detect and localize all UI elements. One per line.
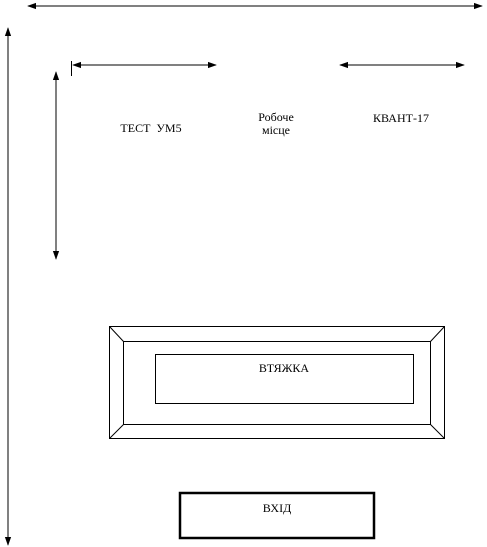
fume-hood-inner-frame: [123, 341, 431, 425]
fume-hood-bevel: [109, 326, 124, 342]
workplace-label: Робоче місце: [246, 111, 306, 137]
entrance-box: [178, 491, 376, 540]
workplace-label-line2: місце: [261, 123, 290, 137]
workplace-label-line1: Робоче: [258, 110, 294, 124]
fume-hood-outer-frame: [109, 326, 445, 439]
fume-hood-bevel: [109, 424, 124, 439]
fume-hood-bevel: [430, 424, 445, 439]
test-um5-label: ТЕСТ УМ5: [120, 121, 182, 135]
fume-hood-bevel: [430, 326, 445, 342]
fume-hood-label-box: [155, 354, 414, 404]
kvant17-label: КВАНТ-17: [373, 111, 429, 125]
fume-hood-label: ВТЯЖКА: [258, 361, 310, 375]
fume-hood: [109, 326, 445, 439]
entrance-label: ВХІД: [262, 501, 292, 515]
